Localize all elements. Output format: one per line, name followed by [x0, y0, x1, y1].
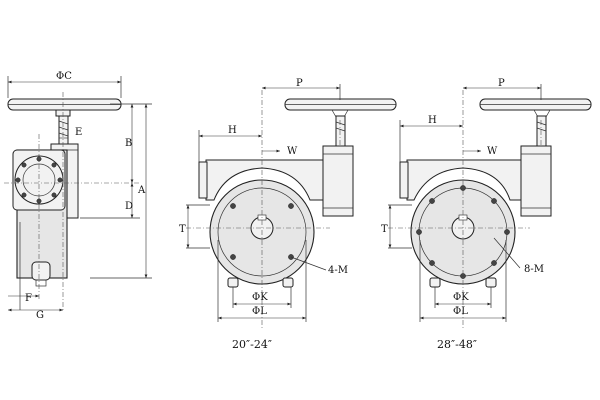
dim-phi-l-small: ΦL: [252, 306, 267, 317]
dim-a: A: [137, 185, 146, 196]
dim-g: G: [36, 310, 44, 321]
dim-w-small: W: [287, 146, 298, 157]
dim-p-small: P: [296, 78, 303, 89]
dim-t-large: T: [381, 224, 388, 235]
bolt-8m: 8-M: [524, 264, 544, 275]
dim-h-small: H: [228, 125, 237, 136]
side-view: ΦC E B D A F G: [4, 71, 152, 321]
side-handwheel: [7, 98, 122, 145]
dim-w-large: W: [487, 146, 498, 157]
dim-phi-k-small: ΦK: [252, 292, 268, 303]
dim-p-large: P: [498, 78, 505, 89]
dim-b: B: [125, 138, 132, 149]
caption-28-48: 28″-48″: [437, 338, 477, 351]
caption-20-24: 20″-24″: [232, 338, 272, 351]
dim-h-large: H: [428, 115, 437, 126]
dim-t-small: T: [179, 224, 186, 235]
front-view-large: P H W T 8-M ΦK ΦL 28″-48″: [381, 78, 592, 351]
dim-phi-l-large: ΦL: [453, 306, 468, 317]
side-flange: [12, 149, 66, 211]
front-view-small: P H W T 4-M ΦK ΦL 20″-24″: [179, 78, 397, 351]
dim-phi-c: ΦC: [56, 71, 72, 82]
dim-phi-k-large: ΦK: [453, 292, 469, 303]
bolt-4m: 4-M: [328, 265, 348, 276]
dim-f: F: [25, 293, 32, 304]
dim-d: D: [125, 201, 133, 212]
dim-e: E: [75, 127, 82, 138]
